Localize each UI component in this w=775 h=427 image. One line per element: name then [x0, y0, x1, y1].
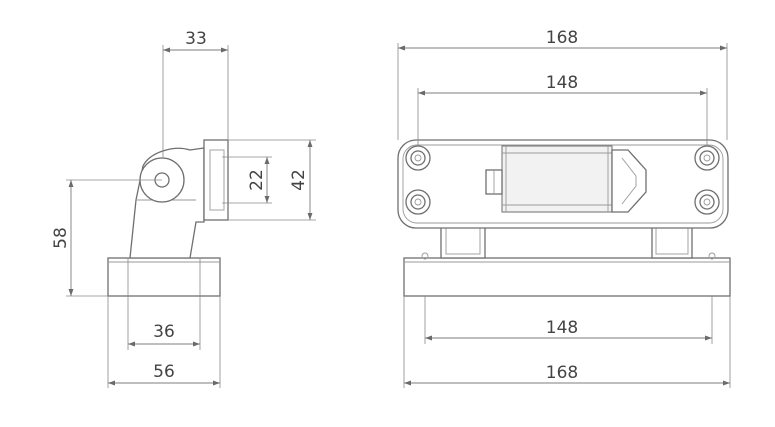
bolt-bottom-right — [694, 189, 720, 215]
dim-front-top-outer: 168 — [546, 28, 578, 48]
front-view-dimensions: 168 148 148 168 — [397, 28, 731, 388]
dim-side-total-height: 58 — [51, 227, 71, 249]
dim-side-base-outer: 56 — [153, 362, 175, 382]
front-cylinder — [501, 145, 613, 213]
dim-front-top-inner: 148 — [546, 73, 578, 93]
bolt-top-right — [694, 145, 720, 171]
dim-side-top-width: 33 — [185, 29, 207, 49]
side-base-plate — [107, 257, 221, 297]
bolt-top-left — [405, 145, 431, 171]
dim-side-flange-inner: 22 — [247, 169, 267, 191]
side-view — [107, 139, 229, 297]
front-base-plate — [403, 257, 731, 297]
dim-front-bottom-inner: 148 — [546, 318, 578, 338]
front-view — [397, 139, 731, 297]
bolt-bottom-left — [405, 189, 431, 215]
dim-side-flange-outer: 42 — [289, 169, 309, 191]
side-view-dimensions: 33 22 42 58 36 56 — [51, 29, 316, 388]
dim-front-bottom-outer: 168 — [546, 363, 578, 383]
front-end-cap — [611, 149, 647, 213]
dim-side-base-inner: 36 — [153, 322, 175, 342]
